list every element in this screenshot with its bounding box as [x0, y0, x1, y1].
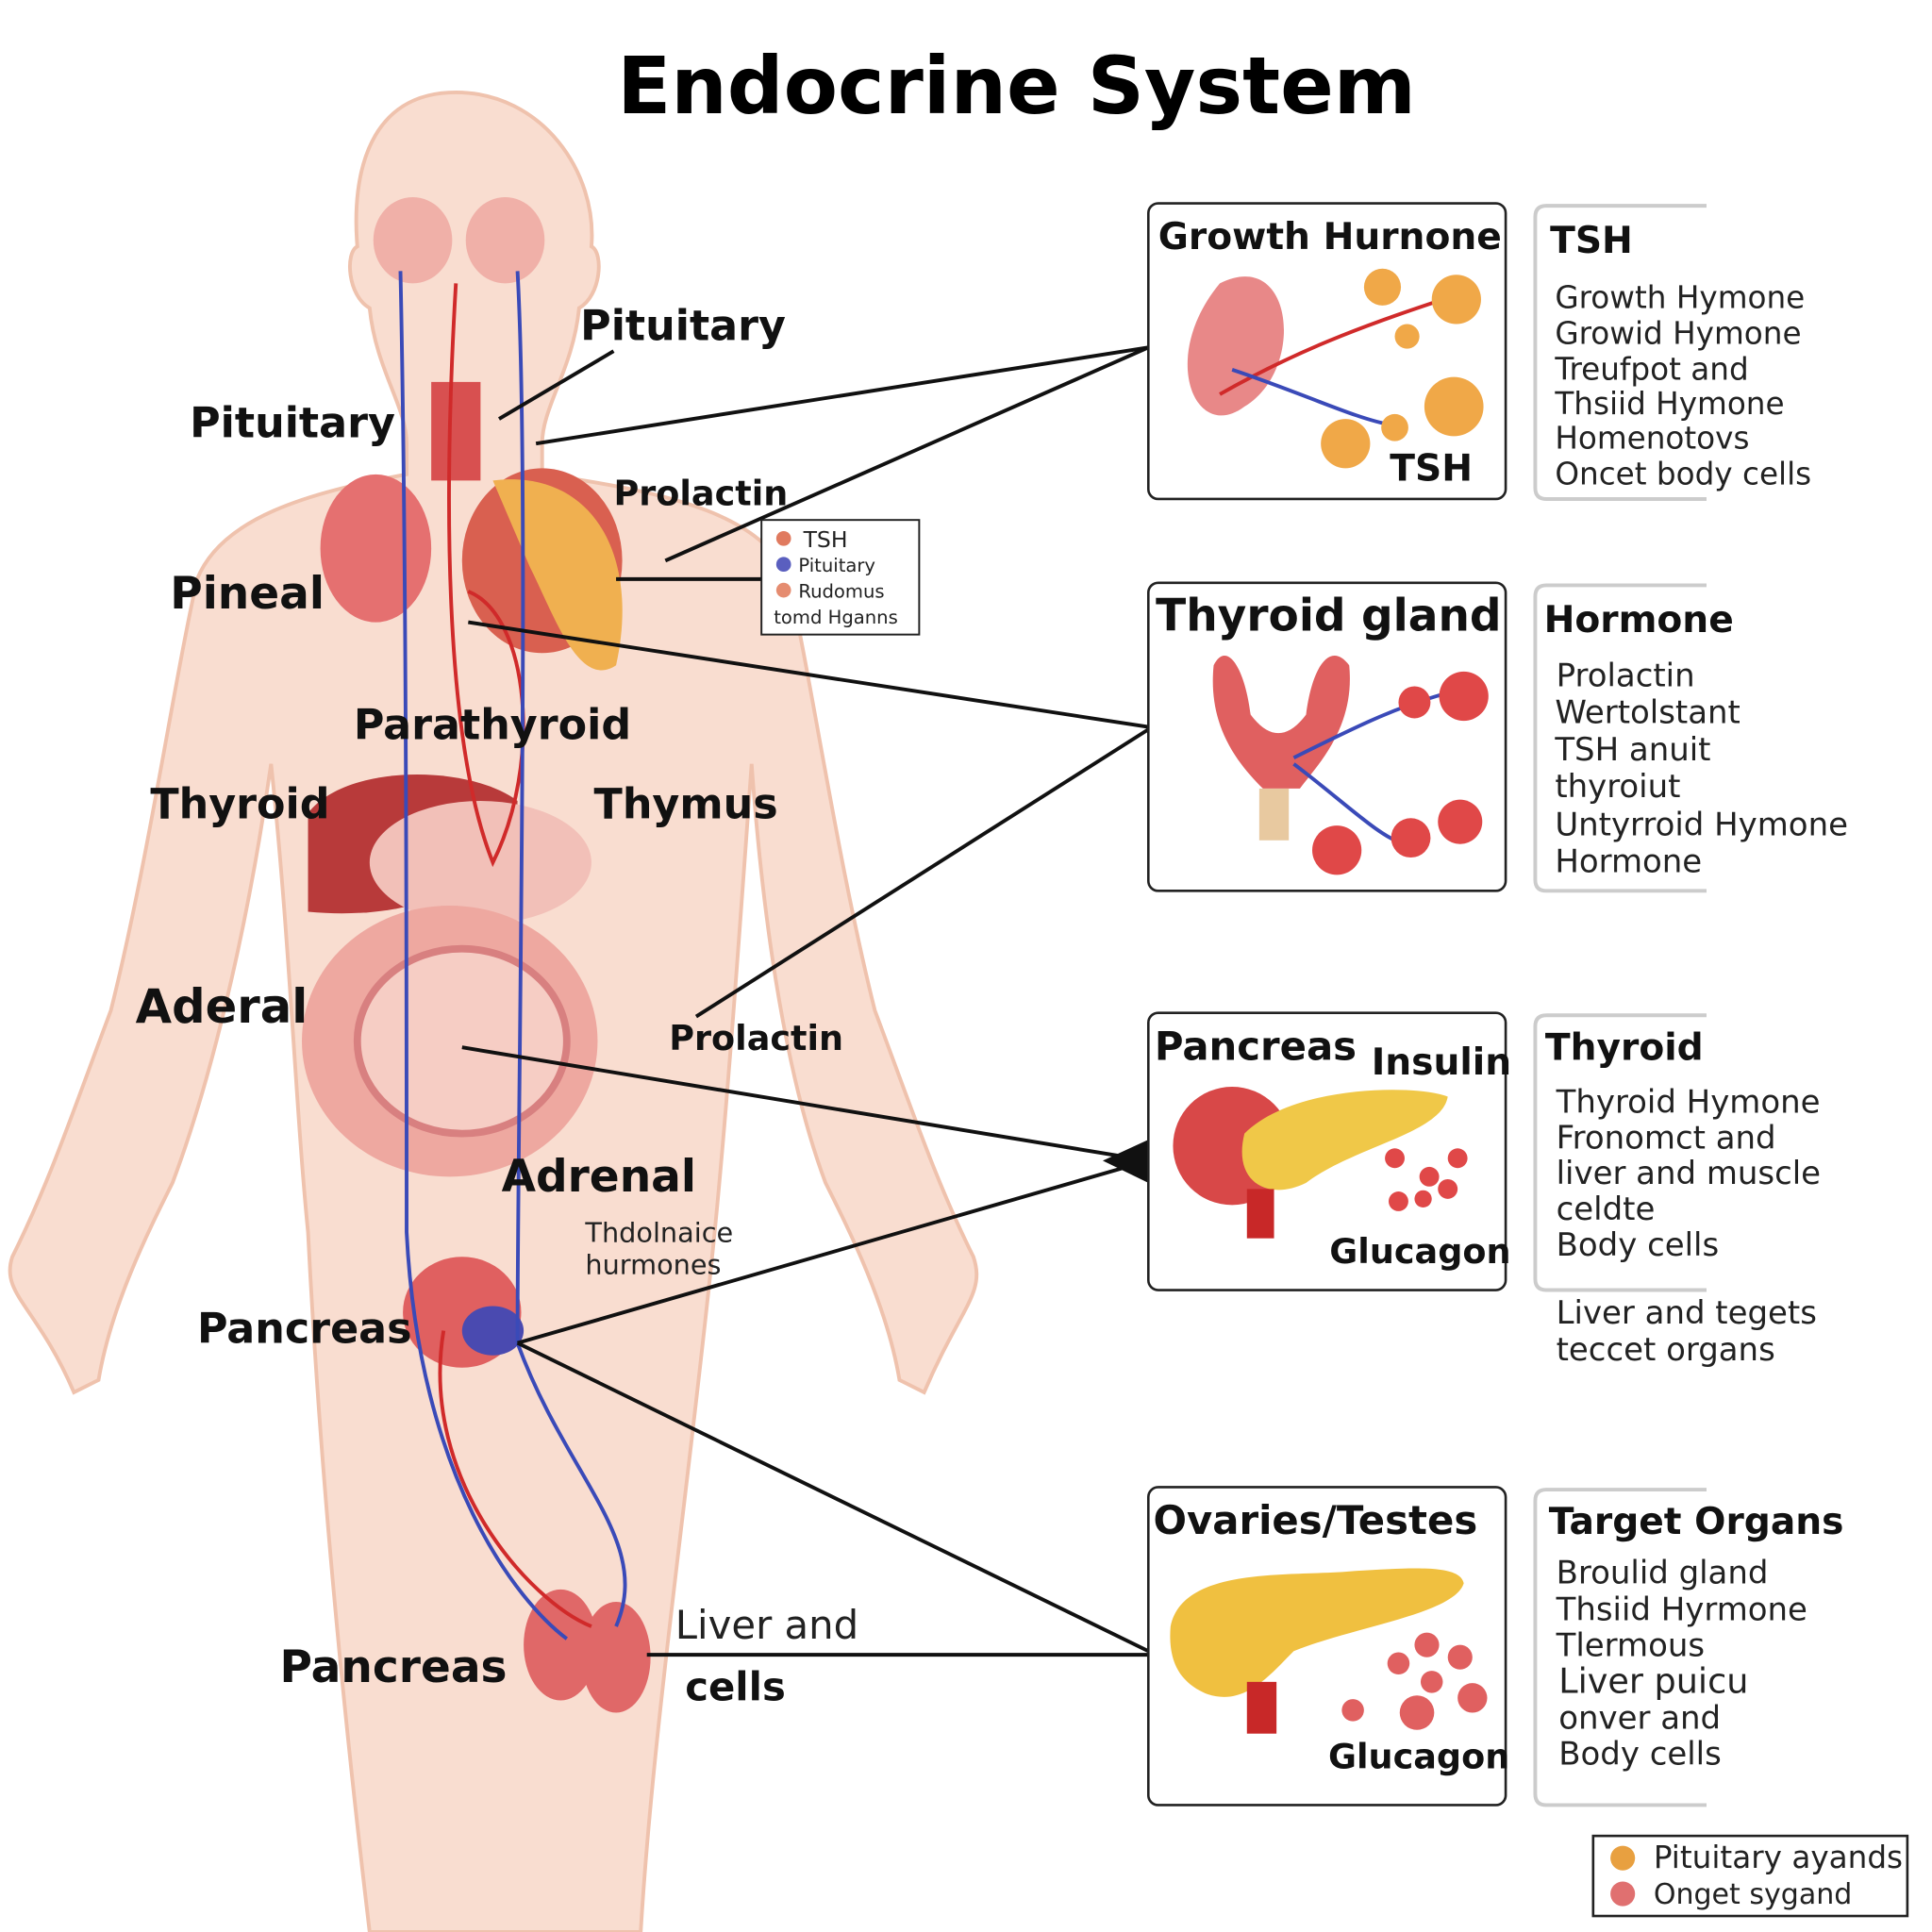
svg-text:liver and muscle: liver and muscle [1557, 1155, 1821, 1192]
svg-text:Hormone: Hormone [1544, 599, 1734, 641]
label-pancreas: Pancreas [279, 1641, 507, 1693]
trachea-icon [431, 381, 481, 481]
label-cells: cells [685, 1663, 786, 1709]
label-hormones: Thdolnaice [584, 1217, 733, 1249]
svg-text:Oncet body cells: Oncet body cells [1555, 456, 1811, 491]
panel-ovaries-testes: Ovaries/Testes Glucagon [1146, 1486, 1509, 1807]
svg-text:Tlermous: Tlermous [1556, 1626, 1705, 1664]
panel-thyroid-gland: Thyroid gland [1146, 581, 1507, 892]
label-pituitary: Pituitary [580, 302, 786, 350]
svg-text:Thyroid gland: Thyroid gland [1156, 591, 1501, 642]
svg-text:TSH: TSH [803, 526, 848, 553]
gonad-illustration-icon [1170, 1568, 1464, 1697]
svg-text:thyroiut: thyroiut [1555, 768, 1680, 806]
lung-left-icon [320, 474, 432, 623]
svg-text:Growth Hymone: Growth Hymone [1555, 280, 1805, 316]
svg-text:Growid Hymone: Growid Hymone [1555, 315, 1801, 351]
svg-text:Liver and tegets: Liver and tegets [1557, 1294, 1817, 1332]
svg-text:Thyroid Hymone: Thyroid Hymone [1556, 1083, 1821, 1121]
panel-growth-hormone: Growth Hurnone TSH [1146, 202, 1507, 501]
svg-text:Thsiid Hyrmone: Thsiid Hyrmone [1556, 1591, 1807, 1629]
svg-text:Growth Hurnone: Growth Hurnone [1158, 216, 1502, 258]
svg-text:Insulin: Insulin [1372, 1041, 1511, 1084]
kidney-right-icon [581, 1601, 651, 1713]
mini-legend: TSH Pituitary Rudomus tomd Hganns [760, 519, 921, 636]
label-pineal: Pineal [170, 568, 325, 620]
svg-text:Treufpot and: Treufpot and [1554, 351, 1748, 387]
svg-text:Body cells: Body cells [1557, 1226, 1720, 1264]
brain-right-icon [465, 196, 545, 284]
label-adrenal: Adrenal [502, 1151, 696, 1203]
label-aderal: Aderal [136, 979, 308, 1034]
svg-text:Hormone: Hormone [1555, 843, 1702, 881]
label-thymus: Thymus [594, 780, 778, 828]
svg-text:Body cells: Body cells [1558, 1735, 1722, 1773]
svg-text:Ovaries/Testes: Ovaries/Testes [1154, 1497, 1478, 1543]
svg-text:Onget sygand: Onget sygand [1654, 1878, 1853, 1911]
label-prolactin: Prolactin [613, 474, 788, 514]
svg-text:Thsiid Hymone: Thsiid Hymone [1554, 386, 1784, 422]
svg-text:Pancreas: Pancreas [1155, 1023, 1357, 1069]
svg-text:Fronomct and: Fronomct and [1557, 1119, 1776, 1157]
svg-text:Thyroid: Thyroid [1545, 1026, 1704, 1069]
label-hormones: hurmones [585, 1249, 721, 1281]
svg-text:TSH anuit: TSH anuit [1554, 731, 1710, 769]
organs [302, 196, 651, 1713]
svg-text:Prolactin: Prolactin [1557, 658, 1695, 695]
pituitary-legend-dot [1610, 1845, 1636, 1871]
svg-text:onver and: onver and [1558, 1699, 1721, 1737]
legend: Pituitary ayands Onget sygand [1591, 1834, 1909, 1918]
label-parathyroid: Parathyroid [354, 702, 631, 750]
svg-text:Untyrroid Hymone: Untyrroid Hymone [1555, 807, 1848, 844]
svg-text:Target Organs: Target Organs [1549, 1501, 1844, 1543]
target-legend-dot [1610, 1881, 1636, 1907]
svg-text:Broulid gland: Broulid gland [1557, 1554, 1769, 1591]
gland-icon [492, 479, 623, 671]
svg-text:celdte: celdte [1557, 1191, 1656, 1228]
brain-left-icon [373, 196, 453, 284]
thyroid-illustration-icon [1212, 656, 1350, 789]
page-title: Endocrine System [617, 40, 1416, 132]
svg-text:Wertolstant: Wertolstant [1555, 694, 1740, 732]
svg-text:Liver puicu: Liver puicu [1558, 1661, 1748, 1702]
label-liver: Liver and [675, 1602, 858, 1648]
stomach-icon [369, 800, 591, 924]
label-prolactin: Prolactin [669, 1018, 843, 1058]
panel-pancreas: Pancreas Insulin Glucagon [1146, 1011, 1511, 1291]
svg-text:Glucagon: Glucagon [1328, 1736, 1509, 1776]
svg-text:Glucagon: Glucagon [1329, 1231, 1510, 1272]
svg-text:Rudomus: Rudomus [798, 580, 884, 602]
svg-text:TSH: TSH [1390, 447, 1473, 490]
leader-lines [461, 345, 1150, 1657]
svg-text:Pituitary ayands: Pituitary ayands [1654, 1840, 1903, 1875]
label-pancreas: Pancreas [197, 1306, 412, 1354]
svg-text:Pituitary: Pituitary [798, 555, 875, 576]
svg-text:teccet organs: teccet organs [1557, 1331, 1775, 1369]
label-thyroid: Thyroid [150, 780, 329, 828]
svg-text:Homenotovs: Homenotovs [1555, 420, 1749, 456]
label-pituitary: Pituitary [190, 400, 395, 448]
svg-text:TSH: TSH [1550, 220, 1633, 262]
svg-text:tomd Hganns: tomd Hganns [774, 607, 898, 628]
